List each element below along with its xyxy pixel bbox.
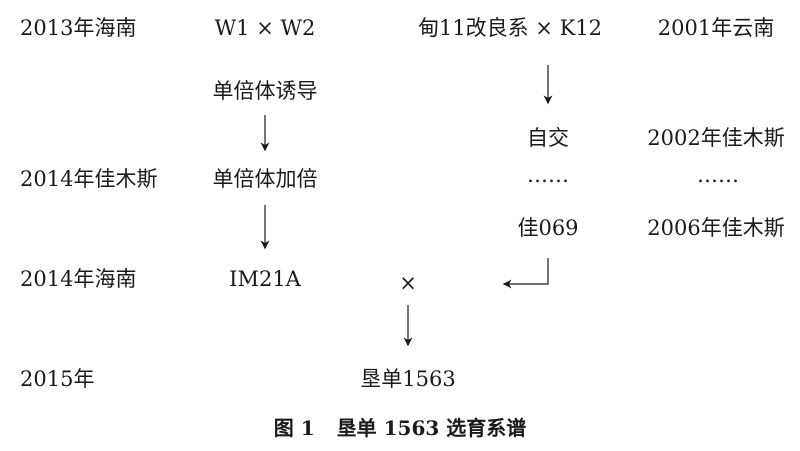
left-result-im21a: IM21A (229, 267, 301, 291)
right-dots: …… (527, 163, 569, 187)
final-hybrid-kendan1563: 垦单1563 (360, 367, 456, 391)
left-step-haploid-doubling: 单倍体加倍 (212, 167, 318, 191)
row-year-2014-hainan: 2014年海南 (20, 267, 137, 291)
figure-caption: 图 1 垦单 1563 选育系谱 (274, 412, 526, 441)
right-cross-dian11-k12: 甸11改良系 × K12 (417, 16, 603, 40)
side-dots: …… (697, 163, 739, 187)
figure-number: 图 1 (273, 416, 315, 440)
side-year-2006-jiamusi: 2006年佳木斯 (647, 216, 785, 240)
side-year-2002-jiamusi: 2002年佳木斯 (647, 126, 785, 150)
figure-title: 垦单 1563 选育系谱 (336, 416, 527, 440)
row-year-2014-jiamusi: 2014年佳木斯 (20, 167, 158, 191)
right-step-selfing: 自交 (527, 126, 569, 150)
row-year-2013-hainan: 2013年海南 (20, 16, 137, 40)
left-cross-w1-w2: W1 × W2 (214, 16, 316, 40)
arrow-jia069-to-cross (502, 258, 549, 289)
left-step-haploid-induction: 单倍体诱导 (212, 79, 318, 103)
side-year-2001-yunnan: 2001年云南 (657, 16, 775, 40)
cross-symbol: × (399, 271, 417, 295)
row-year-2015: 2015年 (20, 367, 95, 391)
right-result-jia069: 佳069 (517, 216, 579, 240)
